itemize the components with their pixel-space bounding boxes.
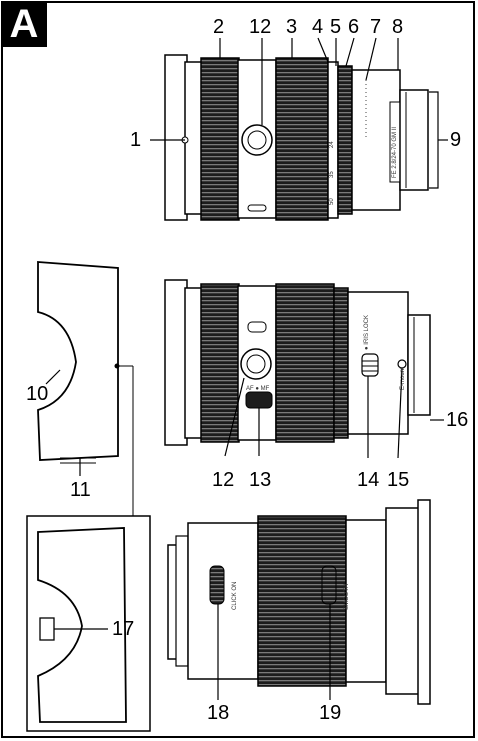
af-mf-marking: AF ● MF (246, 386, 270, 392)
callout-19: 19 (319, 702, 342, 724)
zoom-ring-top (200, 57, 240, 221)
af-mf-switch (245, 391, 273, 409)
aperture-click-switch (209, 565, 225, 605)
callout-10: 10 (26, 383, 49, 405)
zoom-ring-mid (200, 283, 240, 443)
focus-ring-mid (275, 283, 335, 443)
callout-6: 6 (348, 16, 360, 38)
lens-hood-inset (37, 527, 127, 723)
callout-17: 17 (112, 618, 135, 640)
callout-16: 16 (446, 409, 469, 431)
callout-7: 7 (370, 16, 382, 38)
callout-1: 1 (130, 129, 142, 151)
callout-5: 5 (330, 16, 342, 38)
mount-index (397, 359, 407, 369)
aperture-ring-top (337, 65, 353, 215)
zoom-smoothness-switch (321, 565, 337, 605)
figure-label: A (1, 1, 47, 47)
callout-3: 3 (286, 16, 298, 38)
lens-side-view-top: FE 2.8/24-70 GM II 24 35 50 (164, 54, 429, 221)
callout-12-middle: 12 (212, 469, 235, 491)
iris-lock-switch (361, 353, 379, 377)
aperture-ring-mid (333, 287, 349, 439)
lens-side-view-middle: AF ● MF ● IRIS LOCK E-mount (164, 279, 431, 446)
click-marking: CLICK ON (232, 582, 238, 610)
iris-lock-marking: ● IRIS LOCK (364, 315, 370, 350)
zoom-scale-35: 35 (329, 171, 335, 178)
callout-9: 9 (450, 129, 462, 151)
model-marking: FE 2.8/24-70 GM II (392, 127, 398, 178)
callout-13: 13 (249, 469, 272, 491)
callout-18: 18 (207, 702, 230, 724)
callout-4: 4 (312, 16, 324, 38)
callout-2: 2 (213, 16, 225, 38)
mount-marking: E-mount (400, 367, 406, 390)
leader-lines (45, 37, 448, 700)
hood-release-button (39, 617, 55, 641)
callout-11: 11 (70, 479, 91, 501)
zoom-scale-24: 24 (329, 141, 335, 148)
zoom-scale-50: 50 (329, 198, 335, 205)
callout-14: 14 (357, 469, 380, 491)
lens-side-view-bottom: CLICK ON SMOOTH (167, 499, 431, 705)
callout-8: 8 (392, 16, 404, 38)
callout-15: 15 (387, 469, 410, 491)
callout-12-top: 12 (249, 16, 272, 38)
smooth-marking: SMOOTH (344, 584, 350, 610)
focus-ring-top (275, 57, 329, 221)
